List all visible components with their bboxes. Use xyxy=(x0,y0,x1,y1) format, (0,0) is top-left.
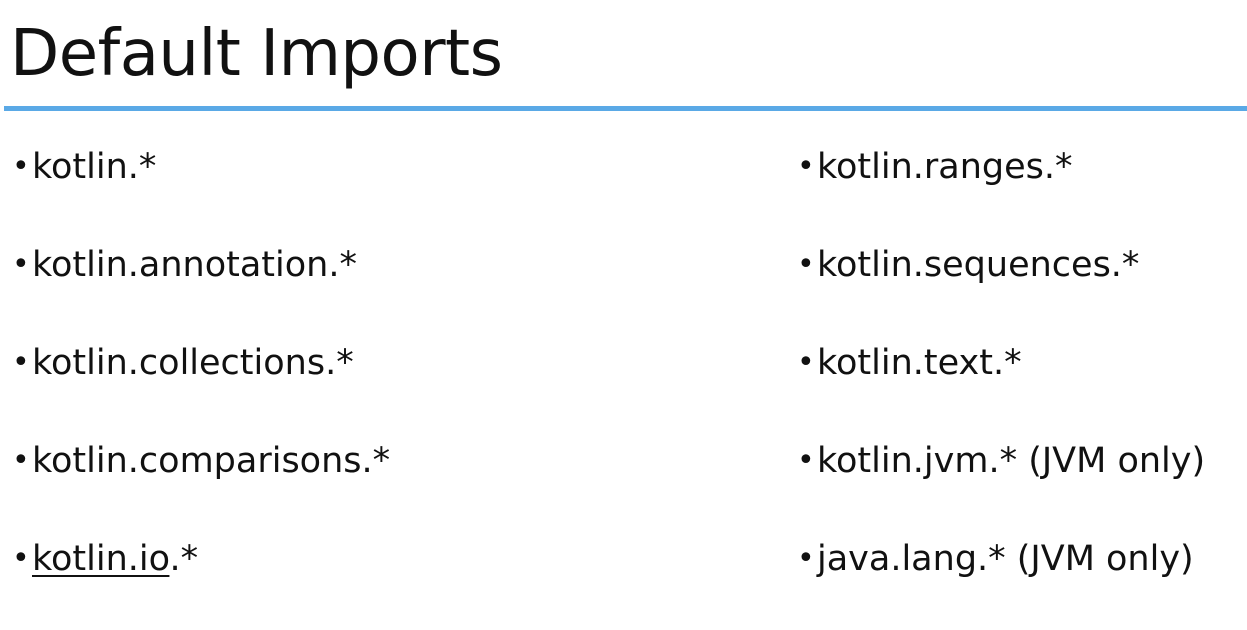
right-import-list: • kotlin.ranges.* • kotlin.sequences.* •… xyxy=(797,140,1205,630)
import-package: kotlin.* xyxy=(32,147,157,187)
bullet-icon: • xyxy=(797,541,815,576)
import-package: kotlin.annotation.* xyxy=(32,245,357,285)
kotlin-io-link[interactable]: kotlin.io xyxy=(32,539,170,579)
import-wildcard: .* xyxy=(169,539,199,579)
bullet-icon: • xyxy=(12,443,30,478)
list-item: • kotlin.comparisons.* xyxy=(12,434,390,532)
import-package: kotlin.text.* xyxy=(817,343,1022,383)
list-item: • kotlin.jvm.* (JVM only) xyxy=(797,434,1205,532)
list-item: • kotlin.ranges.* xyxy=(797,140,1205,238)
list-item: • kotlin.text.* xyxy=(797,336,1205,434)
import-package: kotlin.ranges.* xyxy=(817,147,1073,187)
import-package: kotlin.jvm.* (JVM only) xyxy=(817,441,1206,481)
list-item: • kotlin.collections.* xyxy=(12,336,390,434)
bullet-icon: • xyxy=(797,443,815,478)
bullet-icon: • xyxy=(797,345,815,380)
list-item: • java.lang.* (JVM only) xyxy=(797,532,1205,630)
import-package: kotlin.sequences.* xyxy=(817,245,1140,285)
list-item: • kotlin.* xyxy=(12,140,390,238)
slide-title: Default Imports xyxy=(10,17,503,91)
bullet-icon: • xyxy=(12,541,30,576)
list-item: • kotlin.io.* xyxy=(12,532,390,630)
bullet-icon: • xyxy=(797,247,815,282)
list-item: • kotlin.sequences.* xyxy=(797,238,1205,336)
list-item: • kotlin.annotation.* xyxy=(12,238,390,336)
bullet-icon: • xyxy=(12,149,30,184)
title-divider xyxy=(4,106,1247,111)
import-package: java.lang.* (JVM only) xyxy=(817,539,1194,579)
import-package-group: kotlin.io.* xyxy=(32,532,198,586)
import-package: kotlin.comparisons.* xyxy=(32,441,391,481)
import-package: kotlin.collections.* xyxy=(32,343,354,383)
bullet-icon: • xyxy=(12,345,30,380)
bullet-icon: • xyxy=(797,149,815,184)
bullet-icon: • xyxy=(12,247,30,282)
left-import-list: • kotlin.* • kotlin.annotation.* • kotli… xyxy=(12,140,390,630)
